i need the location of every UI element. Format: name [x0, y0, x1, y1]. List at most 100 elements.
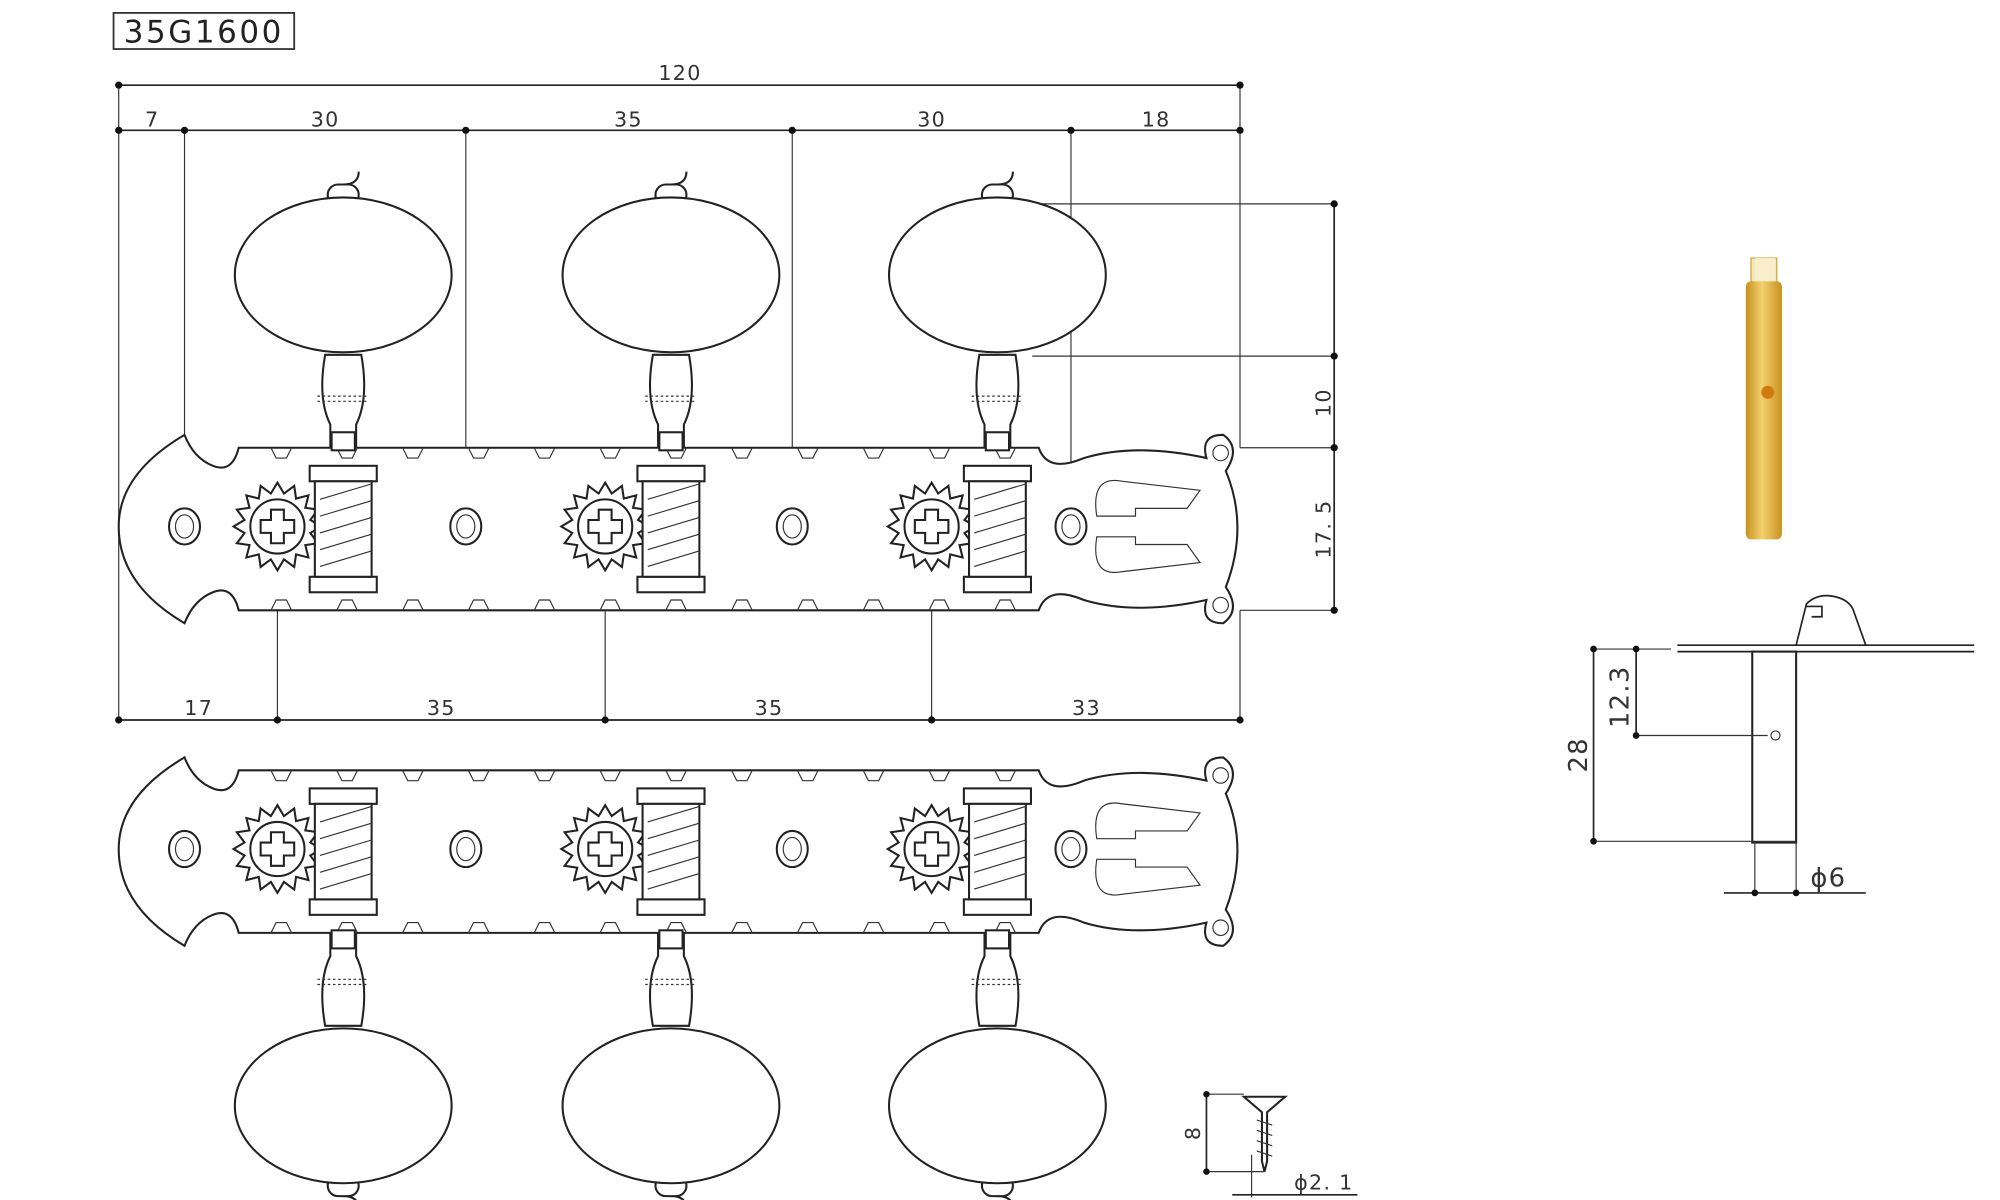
phillips-screw-icon: [587, 831, 623, 867]
edge-notch: [665, 599, 687, 611]
worm-thread: [974, 839, 1026, 857]
post-hole: [1761, 385, 1775, 399]
mounting-hole-inner: [782, 514, 802, 539]
worm-thread: [647, 805, 700, 823]
edge-notch: [796, 921, 819, 934]
dim-hole-spacing: 35: [614, 107, 643, 131]
edge-notch: [928, 599, 951, 611]
tuner-knob: [561, 196, 781, 354]
edge-notch: [533, 770, 556, 782]
worm-bushing: [636, 575, 706, 594]
tuner-machine: [559, 171, 781, 594]
worm-bushing: [962, 575, 1032, 594]
worm-thread: [319, 516, 372, 534]
worm-thread: [319, 483, 372, 500]
edge-notch: [665, 921, 687, 934]
dim-plate-height: 17. 5: [1311, 500, 1335, 559]
edge-notch: [928, 921, 951, 934]
edge-notch: [796, 770, 819, 782]
worm-thread: [319, 550, 372, 568]
worm-shaft: [641, 802, 701, 901]
dimension-dots: [115, 81, 1338, 724]
scroll-cutout: [1095, 479, 1202, 517]
scroll-eyelet: [1212, 767, 1229, 784]
worm-shaft: [313, 480, 373, 578]
worm-thread: [319, 872, 372, 890]
mounting-hole-inner: [174, 514, 195, 539]
tuner-machine: [885, 171, 1107, 594]
tuner-machine: [231, 171, 453, 594]
edge-notch: [731, 447, 753, 459]
scroll-eyelet: [1212, 596, 1229, 614]
worm-thread: [319, 805, 372, 823]
dim-post-spacing: 33: [1072, 696, 1101, 720]
mounting-hole: [449, 507, 483, 546]
shaft-knurl: [645, 395, 697, 402]
mounting-hole-inner: [456, 836, 476, 862]
mounting-hole: [775, 507, 809, 546]
worm-thread: [974, 550, 1026, 568]
dim-knob-offset: 10: [1311, 388, 1335, 417]
worm-thread: [974, 872, 1026, 890]
edge-notch: [796, 447, 819, 459]
string-post: [658, 929, 684, 950]
tuner-plate: [117, 171, 1239, 625]
worm-thread: [647, 516, 700, 534]
dim-overall-width: 120: [658, 61, 701, 85]
worm-thread: [647, 872, 700, 890]
edge-notch: [862, 447, 885, 459]
edge-notch: [336, 447, 358, 459]
edge-notch: [270, 770, 293, 782]
edge-notch: [270, 921, 293, 934]
worm-thread: [319, 839, 372, 857]
dimension-dot: [1236, 126, 1244, 134]
worm-bushing: [636, 787, 706, 805]
dimension-dot: [1330, 200, 1338, 208]
edge-notch: [270, 599, 293, 611]
edge-notch: [402, 770, 424, 782]
model-number: 35G1600: [124, 15, 284, 51]
worm-thread: [319, 856, 372, 873]
worm-thread: [647, 483, 700, 500]
string-post: [984, 929, 1011, 950]
edge-notch: [928, 770, 951, 782]
mounting-hole-inner: [174, 836, 195, 862]
mounting-hole: [168, 507, 202, 546]
mounting-hole-inner: [782, 836, 802, 862]
mounting-hole-inner: [1061, 836, 1081, 862]
phillips-screw-icon: [259, 831, 296, 867]
phillips-screw-icon: [587, 508, 623, 545]
tuner-knob: [233, 196, 453, 354]
edge-notch: [731, 599, 753, 611]
mounting-hole: [1054, 829, 1088, 869]
edge-notch: [994, 599, 1017, 611]
worm-bushing: [962, 898, 1032, 916]
string-post: [658, 431, 684, 452]
edge-notch: [336, 770, 358, 782]
worm-thread: [974, 516, 1026, 534]
edge-notch: [336, 921, 358, 934]
string-post: [330, 929, 356, 950]
dimension-dot: [1236, 81, 1244, 89]
scroll-eyelet: [1212, 444, 1229, 462]
worm-thread: [319, 822, 372, 840]
worm-thread: [974, 500, 1026, 517]
worm-thread: [647, 839, 700, 857]
model-label: 35G1600: [112, 12, 296, 51]
edge-notch: [533, 447, 556, 459]
scroll-eyelet: [1212, 919, 1229, 937]
edge-notch: [402, 921, 424, 934]
dim-post-spacing: 17: [184, 696, 213, 720]
tuner-knob: [888, 1027, 1107, 1185]
edge-notch: [533, 921, 556, 934]
worm-thread: [974, 483, 1026, 500]
dim-post-diameter: ϕ6: [1810, 863, 1846, 893]
dim-hole-spacing: 7: [145, 107, 159, 131]
edge-notch: [994, 770, 1017, 782]
worm-bushing: [308, 464, 378, 483]
worm-thread: [974, 822, 1026, 840]
edge-notch: [862, 770, 885, 782]
edge-notch: [928, 447, 951, 459]
phillips-screw-icon: [259, 508, 296, 545]
